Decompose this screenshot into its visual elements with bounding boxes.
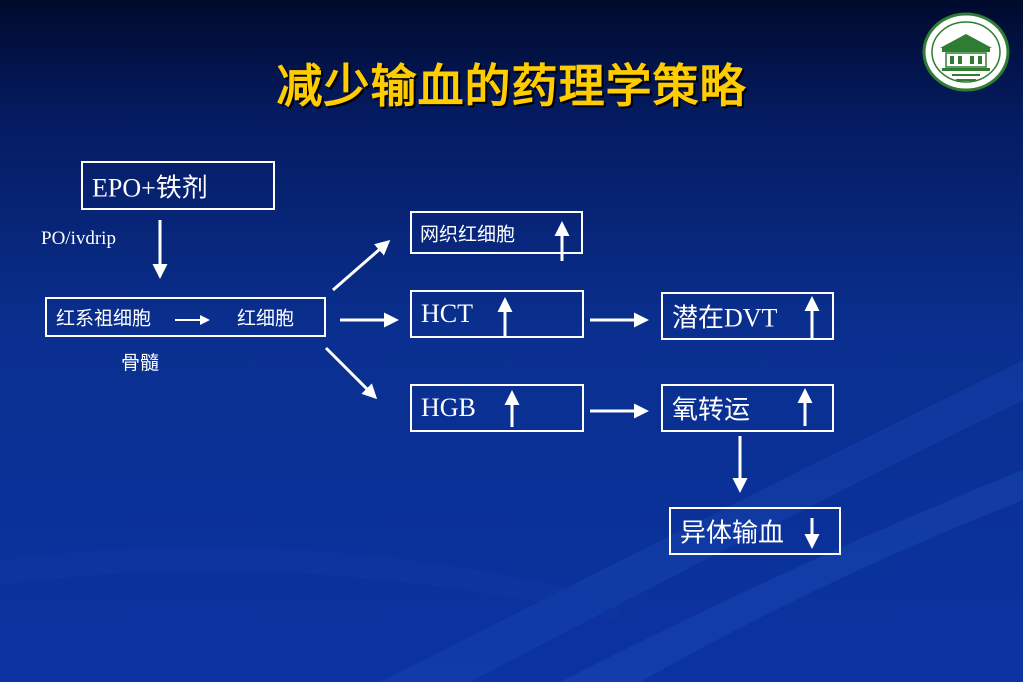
rbc-label: 红细胞: [237, 307, 295, 330]
route-label: PO/ivdrip: [41, 228, 116, 249]
hct-box: HCT: [410, 290, 584, 338]
dvt-label: 潜在DVT: [672, 303, 778, 333]
hgb-label: HGB: [421, 393, 476, 422]
to-hgb-arrow: [324, 346, 378, 400]
reticulocyte-label: 网织红细胞: [420, 223, 516, 245]
progenitor-label: 红系祖细胞: [56, 307, 152, 330]
marrow-label: 骨髓: [121, 352, 160, 374]
reticulocyte-box: 网织红细胞: [410, 211, 583, 254]
transfusion-label: 异体输血: [680, 518, 785, 548]
hct-label: HCT: [421, 299, 473, 328]
oxygen-box: 氧转运: [661, 384, 834, 432]
college-seal-icon: [922, 12, 1010, 92]
epo-iron-box: EPO+铁剂: [81, 161, 275, 210]
oxygen-label: 氧转运: [672, 395, 751, 425]
hgb-box: HGB: [410, 384, 584, 432]
epo-iron-label: EPO+铁剂: [92, 173, 208, 202]
dvt-box: 潜在DVT: [661, 292, 834, 340]
to-reticulocyte-arrow: [332, 240, 391, 292]
progenitor-box: 红系祖细胞 红细胞: [45, 297, 326, 337]
slide-title: 减少输血的药理学策略: [276, 59, 747, 113]
transfusion-box: 异体输血: [669, 507, 841, 555]
